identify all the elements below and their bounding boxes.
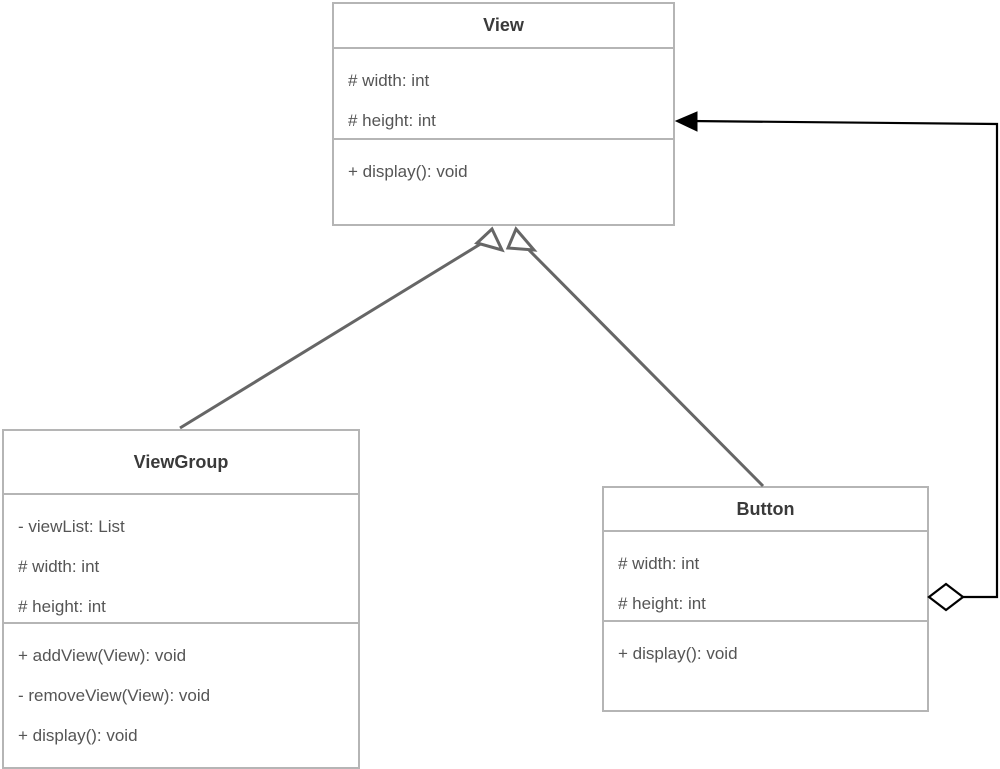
operations-compartment-button: + display(): void	[604, 622, 927, 710]
generalization-viewgroup-to-view	[179, 226, 505, 430]
operation-item: + display(): void	[18, 726, 138, 745]
attributes-compartment-button: # width: int # height: int	[604, 532, 927, 622]
operation-item: + display(): void	[348, 162, 468, 181]
attribute-item: # width: int	[348, 71, 430, 90]
hollow-triangle-arrowhead-viewgroup	[474, 226, 505, 253]
hollow-triangle-arrowhead-button	[505, 226, 538, 252]
class-title-button: Button	[604, 488, 927, 532]
attributes-compartment-view: # width: int # height: int	[334, 49, 673, 140]
class-title-view: View	[334, 4, 673, 49]
generalization-line-button	[521, 242, 765, 488]
generalization-line-viewgroup	[179, 238, 488, 430]
attributes-compartment-viewgroup: - viewList: List # width: int # height: …	[4, 495, 358, 624]
aggregation-hollow-diamond	[927, 582, 965, 612]
operations-compartment-view: + display(): void	[334, 140, 673, 224]
operation-item: + display(): void	[618, 644, 738, 663]
attribute-item: # width: int	[618, 554, 700, 573]
class-title-viewgroup: ViewGroup	[4, 431, 358, 495]
attribute-item: # height: int	[618, 594, 706, 613]
class-box-viewgroup[interactable]: ViewGroup - viewList: List # width: int …	[2, 429, 360, 769]
attribute-item: # height: int	[348, 111, 436, 130]
attribute-item: - viewList: List	[18, 517, 125, 536]
operation-item: - removeView(View): void	[18, 686, 211, 705]
attribute-item: # height: int	[18, 597, 106, 616]
aggregation-solid-arrowhead	[674, 111, 698, 132]
generalization-button-to-view	[505, 226, 765, 488]
operations-compartment-viewgroup: + addView(View): void - removeView(View)…	[4, 624, 358, 767]
attribute-item: # width: int	[18, 557, 100, 576]
class-box-view[interactable]: View # width: int # height: int + displa…	[332, 2, 675, 226]
operation-item: + addView(View): void	[18, 646, 187, 665]
class-box-button[interactable]: Button # width: int # height: int + disp…	[602, 486, 929, 712]
